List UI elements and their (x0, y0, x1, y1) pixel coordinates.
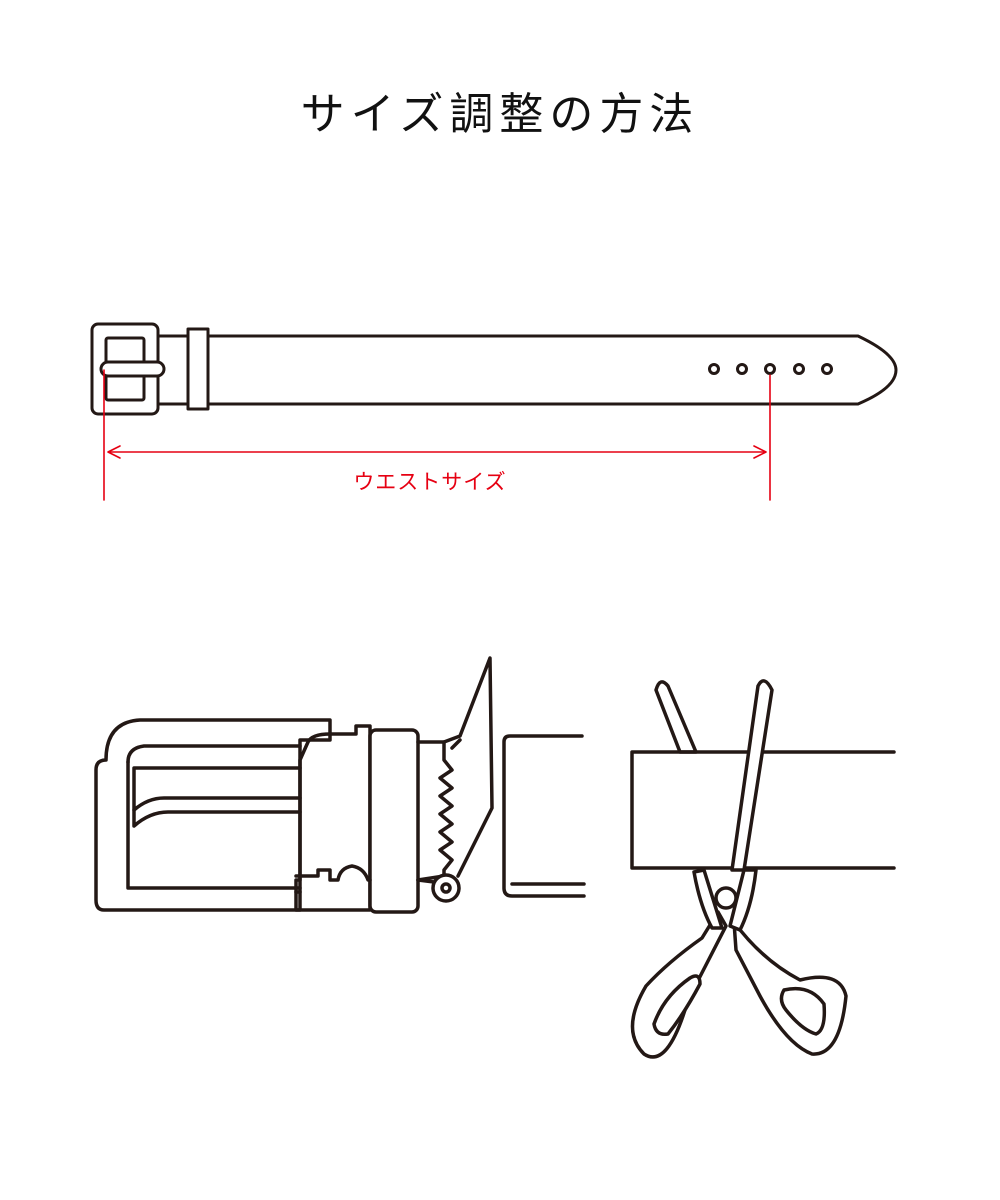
belt-hole (736, 363, 748, 375)
scissors-pivot (714, 886, 738, 910)
waist-size-label: ウエストサイズ (353, 470, 507, 494)
belt-hole (793, 363, 805, 375)
scissors-arm-right (728, 868, 758, 932)
waist-measure-lines (103, 369, 771, 501)
belt-strap (148, 334, 898, 406)
open-buckle-icon (94, 656, 494, 914)
belt-hole (708, 363, 720, 375)
page-title: サイズ調整の方法 (300, 89, 700, 140)
scissors-icon (630, 679, 848, 1059)
buckle-prong (99, 360, 166, 378)
scissors-arm-left (692, 868, 724, 930)
buckle-outer-frame (94, 718, 332, 912)
buckle-lever (442, 656, 494, 878)
strap-cut (630, 750, 896, 870)
buckle-prong-bar (132, 766, 302, 812)
scissors-blade-back (654, 680, 698, 754)
buckle-clamp-plate (368, 728, 420, 914)
belt-hole (821, 363, 833, 375)
buckle-body (294, 724, 372, 912)
belt-icon (90, 322, 898, 416)
buckle-hinge (294, 864, 372, 882)
measure-arrow-left (107, 445, 121, 459)
buckle-inner-frame (126, 744, 302, 764)
belt-keeper (186, 327, 210, 411)
scissors-blade-front (730, 679, 774, 872)
belt-diagram (90, 322, 898, 501)
measure-arrow-right (753, 445, 767, 459)
strap-end (502, 734, 586, 898)
buckle-lever-pivot (431, 873, 461, 903)
buckle-jaw (416, 740, 454, 882)
belt-hole (764, 363, 776, 375)
